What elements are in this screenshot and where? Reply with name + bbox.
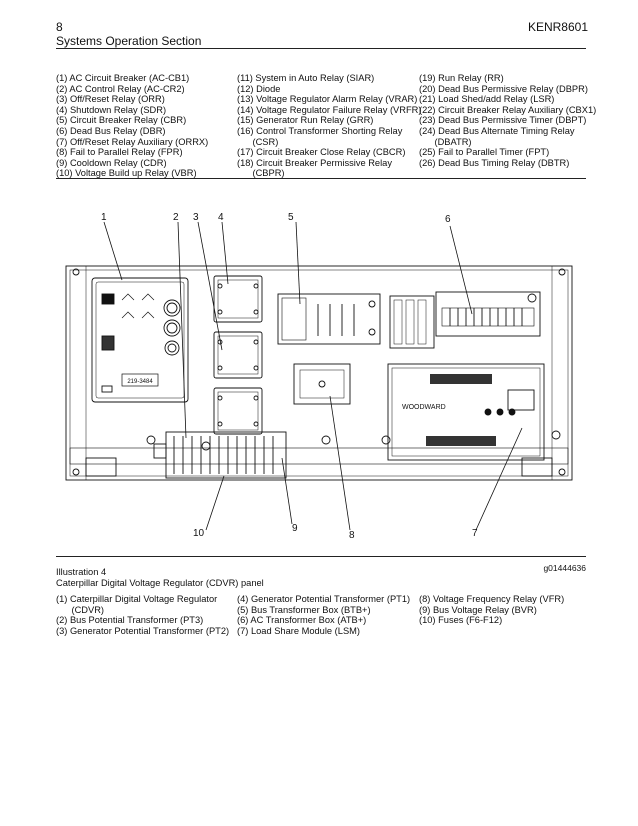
legend-item: (CBPR)	[237, 168, 285, 179]
legend-item: (3) Off/Reset Relay (ORR)	[56, 94, 165, 105]
bus-transformer-box	[277, 293, 381, 345]
legend-item: (24) Dead Bus Alternate Timing Relay	[419, 125, 575, 136]
legend-item: (18) Circuit Breaker Permissive Relay	[237, 157, 392, 168]
legend-item: (10) Voltage Build up Relay (VBR)	[56, 168, 197, 179]
voltage-frequency-relay	[293, 363, 351, 405]
legend-item: (8) Fail to Parallel Relay (FPR)	[56, 147, 183, 158]
callout-3: 3	[193, 212, 199, 223]
key-column-3: (8) Voltage Frequency Relay (VFR) (9) Bu…	[419, 594, 564, 626]
page-number: 8	[56, 20, 63, 34]
legend-item: (6) Dead Bus Relay (DBR)	[56, 125, 166, 136]
legend-item: (DBATR)	[419, 136, 472, 147]
legend-item: (25) Fail to Parallel Timer (FPT)	[419, 147, 550, 158]
legend-item: (1) AC Circuit Breaker (AC-CB1)	[56, 73, 190, 83]
key-item: (8) Voltage Frequency Relay (VFR)	[419, 594, 565, 604]
section-title: Systems Operation Section	[56, 34, 202, 48]
legend-rule	[56, 178, 586, 179]
legend-item: (2) AC Control Relay (AC-CR2)	[56, 83, 185, 94]
cdvr-module: 219-3484	[91, 277, 189, 403]
fuse-block	[153, 431, 287, 479]
legend-item: (14) Voltage Regulator Failure Relay (VR…	[237, 104, 422, 115]
key-column-2: (4) Generator Potential Transformer (PT1…	[237, 594, 410, 636]
load-share-module: WOODWARD	[387, 363, 545, 461]
figure-rule	[56, 556, 586, 557]
document-id: KENR8601	[527, 20, 588, 34]
key-item: (5) Bus Transformer Box (BTB+)	[237, 604, 371, 615]
legend-column-3: (19) Run Relay (RR) (20) Dead Bus Permis…	[419, 73, 597, 168]
legend-item: (16) Control Transformer Shorting Relay	[237, 125, 403, 136]
callout-7: 7	[472, 528, 478, 539]
key-item: (CDVR)	[56, 604, 105, 615]
legend-item: (9) Cooldown Relay (CDR)	[56, 157, 167, 168]
legend-item: (26) Dead Bus Timing Relay (DBTR)	[419, 157, 570, 168]
panel-outline	[65, 265, 573, 481]
legend-column-2: (11) System in Auto Relay (SIAR) (12) Di…	[237, 73, 422, 179]
legend-item: (17) Circuit Breaker Close Relay (CBCR)	[237, 147, 406, 158]
figure-caption: Caterpillar Digital Voltage Regulator (C…	[56, 578, 264, 588]
woodward-logo: WOODWARD	[402, 404, 446, 411]
key-item: (2) Bus Potential Transformer (PT3)	[56, 615, 204, 626]
legend-item: (15) Generator Run Relay (GRR)	[237, 115, 374, 126]
relay-group	[389, 295, 435, 349]
potential-transformers	[213, 275, 263, 435]
legend-item: (22) Circuit Breaker Relay Auxiliary (CB…	[419, 104, 597, 115]
cdvr-panel-drawing: 219-3484	[65, 221, 573, 531]
legend-item: (7) Off/Reset Relay Auxiliary (ORRX)	[56, 136, 209, 147]
key-item: (9) Bus Voltage Relay (BVR)	[419, 604, 537, 615]
legend-item: (19) Run Relay (RR)	[419, 73, 504, 83]
cdvr-part-number: 219-3484	[127, 379, 153, 385]
ac-transformer-box	[435, 291, 541, 337]
legend-item: (4) Shutdown Relay (SDR)	[56, 104, 167, 115]
key-item: (3) Generator Potential Transformer (PT2…	[56, 625, 230, 636]
figure-id: g01444636	[543, 563, 586, 573]
callout-10: 10	[193, 528, 205, 539]
key-item: (6) AC Transformer Box (ATB+)	[237, 615, 367, 626]
callout-9: 9	[292, 523, 298, 534]
key-item: (7) Load Share Module (LSM)	[237, 625, 360, 636]
key-column-1: (1) Caterpillar Digital Voltage Regulato…	[56, 594, 229, 636]
callout-5: 5	[288, 212, 294, 223]
legend-item: (5) Circuit Breaker Relay (CBR)	[56, 115, 187, 126]
callout-leaders	[103, 221, 523, 531]
callout-8: 8	[349, 530, 355, 541]
legend-item: (21) Load Shed/add Relay (LSR)	[419, 94, 555, 105]
legend-item: (23) Dead Bus Permissive Timer (DBPT)	[419, 115, 587, 126]
key-item: (10) Fuses (F6-F12)	[419, 615, 503, 626]
key-item: (4) Generator Potential Transformer (PT1…	[237, 594, 411, 604]
legend-item: (13) Voltage Regulator Alarm Relay (VRAR…	[237, 94, 418, 105]
illustration-label: Illustration 4	[56, 567, 107, 577]
header-rule	[56, 48, 586, 49]
legend-item: (11) System in Auto Relay (SIAR)	[237, 73, 375, 83]
legend-column-1: (1) AC Circuit Breaker (AC-CB1) (2) AC C…	[56, 73, 241, 179]
legend-item: (20) Dead Bus Permissive Relay (DBPR)	[419, 83, 588, 94]
legend-item: (12) Diode	[237, 83, 281, 94]
callout-4: 4	[218, 212, 224, 223]
callout-6: 6	[445, 214, 451, 225]
callout-2: 2	[173, 212, 179, 223]
callout-1: 1	[101, 212, 107, 223]
key-item: (1) Caterpillar Digital Voltage Regulato…	[56, 594, 218, 604]
legend-item: (CSR)	[237, 136, 279, 147]
